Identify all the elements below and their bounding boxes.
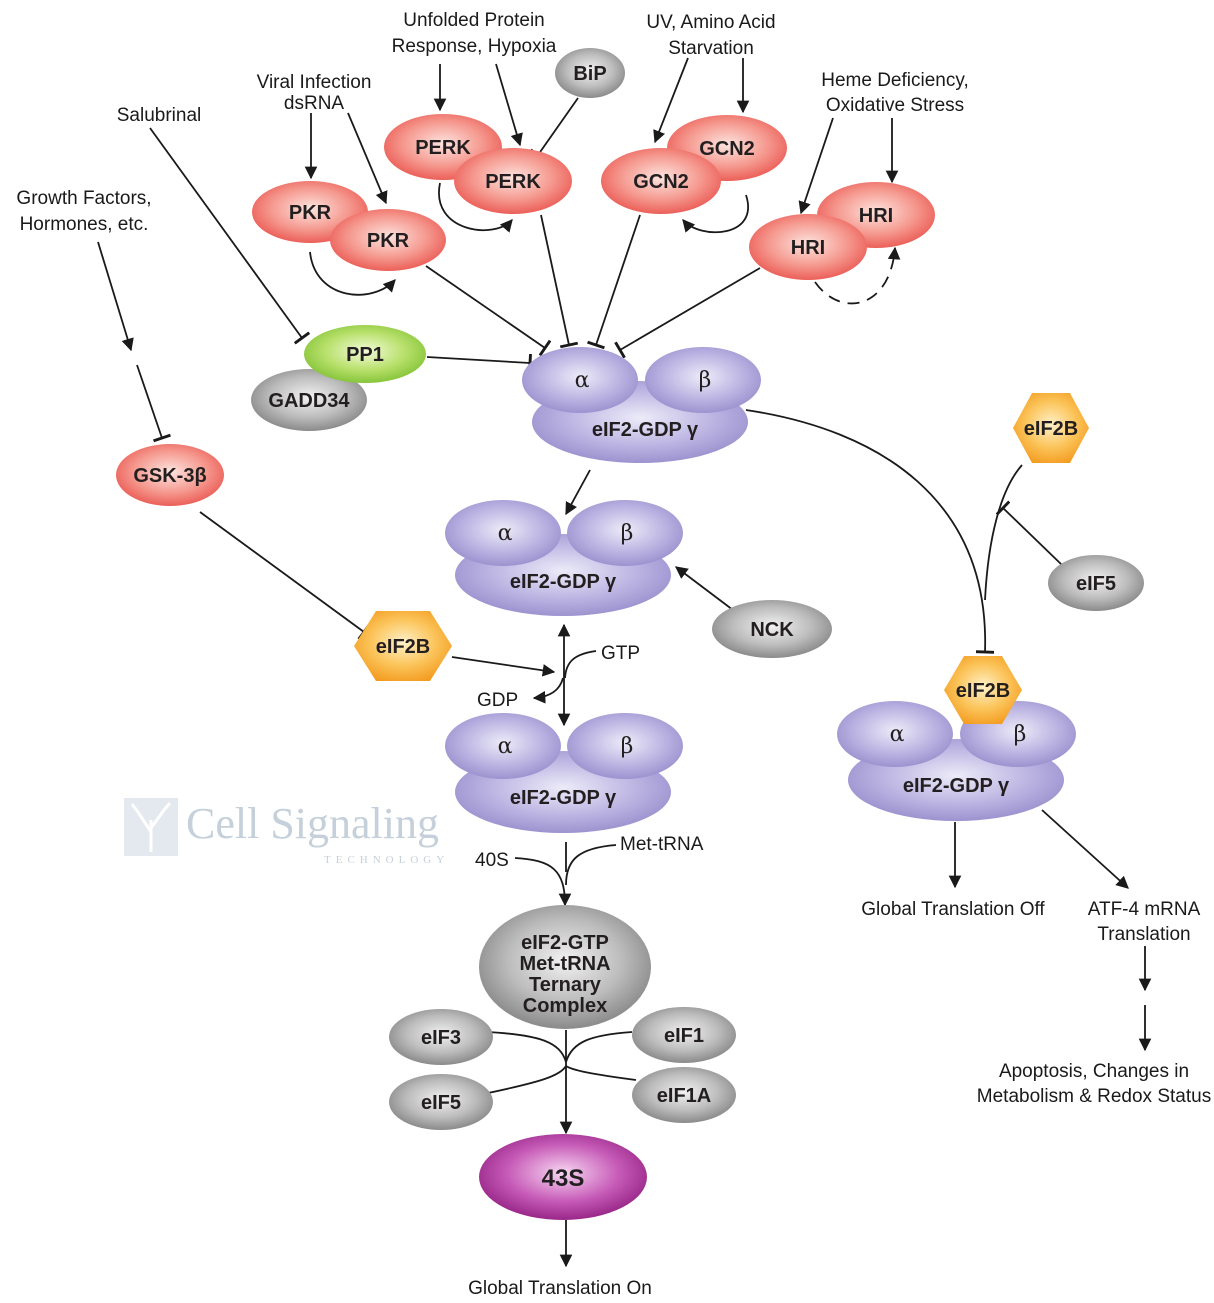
eif5-lower: eIF5 bbox=[389, 1074, 493, 1130]
eif1: eIF1 bbox=[632, 1007, 736, 1063]
label-gdp: GDP bbox=[477, 690, 518, 711]
eif1a-label: eIF1A bbox=[657, 1085, 711, 1107]
eif2-2-alpha: α bbox=[498, 521, 513, 546]
eif2-complex-3: α β eIF2-GDP γ bbox=[445, 713, 683, 833]
eif5-label-2: eIF5 bbox=[421, 1092, 461, 1114]
eif3: eIF3 bbox=[389, 1009, 493, 1065]
eif2b-label-3: eIF2B bbox=[956, 680, 1010, 702]
eif2-4-alpha: α bbox=[890, 722, 905, 747]
label-viral-1: Viral Infection bbox=[257, 72, 372, 93]
eif2b-bound: eIF2B bbox=[944, 656, 1022, 724]
gsk3b-label: GSK-3β bbox=[133, 465, 206, 487]
eif2-3-beta: β bbox=[621, 734, 634, 759]
eif2-2-beta: β bbox=[621, 521, 634, 546]
eif2-4-label: eIF2-GDP γ bbox=[903, 775, 1010, 797]
pkr-label-2: PKR bbox=[367, 230, 410, 252]
gcn2-left: GCN2 bbox=[601, 148, 721, 214]
gcn2-label-1: GCN2 bbox=[699, 138, 755, 160]
s43-label: 43S bbox=[542, 1165, 585, 1192]
label-heme-2: Oxidative Stress bbox=[826, 95, 964, 116]
nck-label: NCK bbox=[750, 619, 794, 641]
bip: BiP bbox=[555, 48, 625, 98]
watermark: Cell Signaling TECHNOLOGY bbox=[124, 798, 449, 866]
eif1a: eIF1A bbox=[632, 1067, 736, 1123]
ternary-line-3: Ternary bbox=[529, 974, 602, 996]
label-uv-1: UV, Amino Acid bbox=[646, 12, 775, 33]
stimulus-labels: Growth Factors, Hormones, etc. Salubrina… bbox=[16, 10, 968, 235]
eif2-1-alpha: α bbox=[575, 368, 590, 393]
label-salubrinal: Salubrinal bbox=[117, 105, 202, 126]
ternary-line-1: eIF2-GTP bbox=[521, 932, 609, 954]
label-atf4-1: ATF-4 mRNA bbox=[1088, 899, 1201, 920]
eif2-1-beta: β bbox=[699, 368, 712, 393]
perk-label-1: PERK bbox=[415, 137, 471, 159]
eif2-complex-4: α β eIF2-GDP γ bbox=[837, 701, 1076, 821]
perk-label-2: PERK bbox=[485, 171, 541, 193]
watermark-name: Cell Signaling bbox=[186, 799, 439, 848]
label-upr-2: Response, Hypoxia bbox=[392, 36, 557, 57]
gsk3b: GSK-3β bbox=[116, 444, 224, 506]
pp1: PP1 bbox=[304, 325, 426, 383]
ternary-line-4: Complex bbox=[523, 995, 607, 1017]
label-heme-1: Heme Deficiency, bbox=[821, 70, 968, 91]
eif2b-label-1: eIF2B bbox=[1024, 418, 1078, 440]
hri-label-2: HRI bbox=[791, 237, 825, 259]
hri-front: HRI bbox=[749, 214, 867, 280]
perk-front: PERK bbox=[454, 148, 572, 214]
eif2b-label-2: eIF2B bbox=[376, 636, 430, 658]
label-gtp: GTP bbox=[601, 643, 640, 664]
eif2b-left: eIF2B bbox=[354, 611, 452, 681]
eif3-label: eIF3 bbox=[421, 1027, 461, 1049]
pkr-label-1: PKR bbox=[289, 202, 332, 224]
s43-complex: 43S bbox=[479, 1134, 647, 1220]
ternary-complex: eIF2-GTP Met-tRNA Ternary Complex bbox=[479, 905, 651, 1029]
gadd34-label: GADD34 bbox=[268, 390, 350, 412]
watermark-sub: TECHNOLOGY bbox=[324, 854, 449, 866]
label-growth-factors-1: Growth Factors, bbox=[16, 188, 151, 209]
eif2b-upper-right: eIF2B bbox=[1013, 393, 1089, 463]
eif2-3-alpha: α bbox=[498, 734, 513, 759]
label-apoptosis-1: Apoptosis, Changes in bbox=[999, 1061, 1189, 1082]
gadd34: GADD34 bbox=[251, 369, 367, 431]
eif1-label: eIF1 bbox=[664, 1025, 704, 1047]
label-uv-2: Starvation bbox=[668, 38, 754, 59]
eif5-right: eIF5 bbox=[1048, 555, 1144, 611]
bip-label: BiP bbox=[573, 63, 606, 85]
logo-tree-glyph bbox=[130, 802, 172, 852]
label-apoptosis-2: Metabolism & Redox Status bbox=[977, 1086, 1211, 1107]
eif2-1-label: eIF2-GDP γ bbox=[592, 419, 699, 441]
eif2-4-beta: β bbox=[1014, 722, 1027, 747]
label-upr-1: Unfolded Protein bbox=[403, 10, 545, 31]
eif2-3-label: eIF2-GDP γ bbox=[510, 787, 617, 809]
nck: NCK bbox=[712, 600, 832, 658]
label-met-trna: Met-tRNA bbox=[620, 834, 704, 855]
label-atf4-2: Translation bbox=[1097, 924, 1190, 945]
pp1-label: PP1 bbox=[346, 344, 384, 366]
pkr-front: PKR bbox=[330, 209, 446, 271]
label-viral-2: dsRNA bbox=[284, 93, 345, 114]
label-global-off: Global Translation Off bbox=[861, 899, 1045, 920]
ternary-line-2: Met-tRNA bbox=[519, 953, 610, 975]
eif2-complex-1: α β eIF2-GDP γ bbox=[522, 347, 761, 463]
label-growth-factors-2: Hormones, etc. bbox=[20, 214, 149, 235]
connectors bbox=[97, 57, 1152, 1268]
eif2-complex-2: α β eIF2-GDP γ bbox=[445, 500, 683, 616]
gcn2-label-2: GCN2 bbox=[633, 171, 689, 193]
label-global-on: Global Translation On bbox=[468, 1278, 652, 1299]
label-40s: 40S bbox=[475, 850, 509, 871]
eif2-2-label: eIF2-GDP γ bbox=[510, 571, 617, 593]
eif5-label-1: eIF5 bbox=[1076, 573, 1116, 595]
hri-label-1: HRI bbox=[859, 205, 893, 227]
